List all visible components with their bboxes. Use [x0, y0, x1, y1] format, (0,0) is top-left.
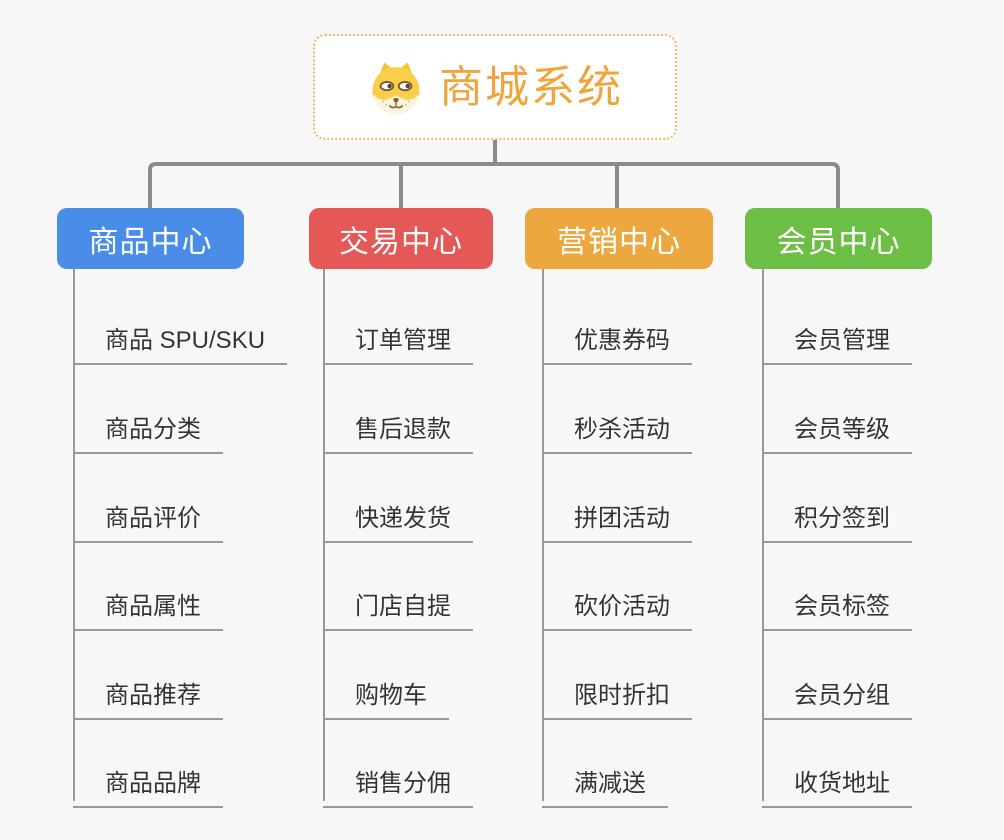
leaf-label: 秒杀活动 — [574, 416, 670, 444]
leaf-node-member-center-1[interactable]: 会员管理 — [762, 314, 912, 365]
branch-trunk-line-trade-center — [323, 269, 325, 801]
leaf-label: 售后退款 — [355, 416, 451, 444]
leaf-label: 会员分组 — [794, 682, 890, 710]
branch-header-marketing-center[interactable]: 营销中心 — [525, 208, 713, 269]
leaf-node-product-center-5[interactable]: 商品推荐 — [73, 669, 223, 720]
leaf-label: 拼团活动 — [574, 505, 670, 533]
leaf-node-marketing-center-3[interactable]: 拼团活动 — [542, 492, 692, 543]
branch-label: 会员中心 — [776, 225, 901, 259]
leaf-node-product-center-1[interactable]: 商品 SPU/SKU — [73, 314, 288, 365]
leaf-label: 收货地址 — [794, 770, 890, 798]
shiba-dog-icon — [372, 62, 420, 115]
leaf-label: 购物车 — [355, 682, 427, 710]
leaf-label: 优惠券码 — [574, 327, 670, 355]
leaf-node-trade-center-5[interactable]: 购物车 — [323, 669, 449, 720]
leaf-node-marketing-center-1[interactable]: 优惠券码 — [542, 314, 692, 365]
leaf-label: 会员管理 — [794, 327, 890, 355]
leaf-label: 销售分佣 — [355, 770, 451, 798]
leaf-label: 限时折扣 — [574, 682, 670, 710]
leaf-node-product-center-4[interactable]: 商品属性 — [73, 580, 223, 631]
leaf-node-member-center-4[interactable]: 会员标签 — [762, 580, 912, 631]
leaf-node-member-center-3[interactable]: 积分签到 — [762, 492, 912, 543]
leaf-node-member-center-2[interactable]: 会员等级 — [762, 403, 912, 454]
leaf-label: 商品 SPU/SKU — [105, 327, 266, 355]
leaf-label: 商品评价 — [105, 505, 201, 533]
leaf-node-trade-center-1[interactable]: 订单管理 — [323, 314, 473, 365]
branch-bus-line — [148, 162, 840, 210]
leaf-label: 积分签到 — [794, 505, 890, 533]
leaf-label: 会员等级 — [794, 416, 890, 444]
leaf-label: 会员标签 — [794, 593, 890, 621]
branch-header-trade-center[interactable]: 交易中心 — [309, 208, 493, 269]
branch-header-member-center[interactable]: 会员中心 — [745, 208, 932, 269]
leaf-label: 满减送 — [574, 770, 646, 798]
leaf-node-product-center-2[interactable]: 商品分类 — [73, 403, 223, 454]
leaf-node-member-center-6[interactable]: 收货地址 — [762, 757, 912, 808]
leaf-label: 商品推荐 — [105, 682, 201, 710]
leaf-label: 砍价活动 — [574, 593, 670, 621]
leaf-label: 商品品牌 — [105, 770, 201, 798]
leaf-node-marketing-center-4[interactable]: 砍价活动 — [542, 580, 692, 631]
leaf-label: 快递发货 — [355, 505, 451, 533]
leaf-label: 门店自提 — [355, 593, 451, 621]
branch-trunk-line-member-center — [762, 269, 764, 801]
branch-trunk-line-product-center — [73, 269, 75, 801]
leaf-node-trade-center-4[interactable]: 门店自提 — [323, 580, 473, 631]
leaf-node-trade-center-3[interactable]: 快递发货 — [323, 492, 473, 543]
branch-header-product-center[interactable]: 商品中心 — [57, 208, 244, 269]
leaf-node-trade-center-2[interactable]: 售后退款 — [323, 403, 473, 454]
leaf-label: 商品分类 — [105, 416, 201, 444]
branch-label: 营销中心 — [557, 225, 681, 259]
leaf-node-member-center-5[interactable]: 会员分组 — [762, 669, 912, 720]
branch-label: 商品中心 — [88, 225, 213, 259]
branch-label: 交易中心 — [339, 225, 463, 259]
leaf-node-marketing-center-2[interactable]: 秒杀活动 — [542, 403, 692, 454]
leaf-node-marketing-center-6[interactable]: 满减送 — [542, 757, 668, 808]
leaf-node-marketing-center-5[interactable]: 限时折扣 — [542, 669, 692, 720]
leaf-node-product-center-6[interactable]: 商品品牌 — [73, 757, 223, 808]
leaf-node-product-center-3[interactable]: 商品评价 — [73, 492, 223, 543]
root-node[interactable]: 商城系统 — [313, 34, 677, 140]
branch-trunk-line-marketing-center — [542, 269, 544, 801]
leaf-label: 商品属性 — [105, 593, 201, 621]
leaf-node-trade-center-6[interactable]: 销售分佣 — [323, 757, 473, 808]
leaf-label: 订单管理 — [355, 327, 451, 355]
root-title: 商城系统 — [439, 63, 623, 112]
